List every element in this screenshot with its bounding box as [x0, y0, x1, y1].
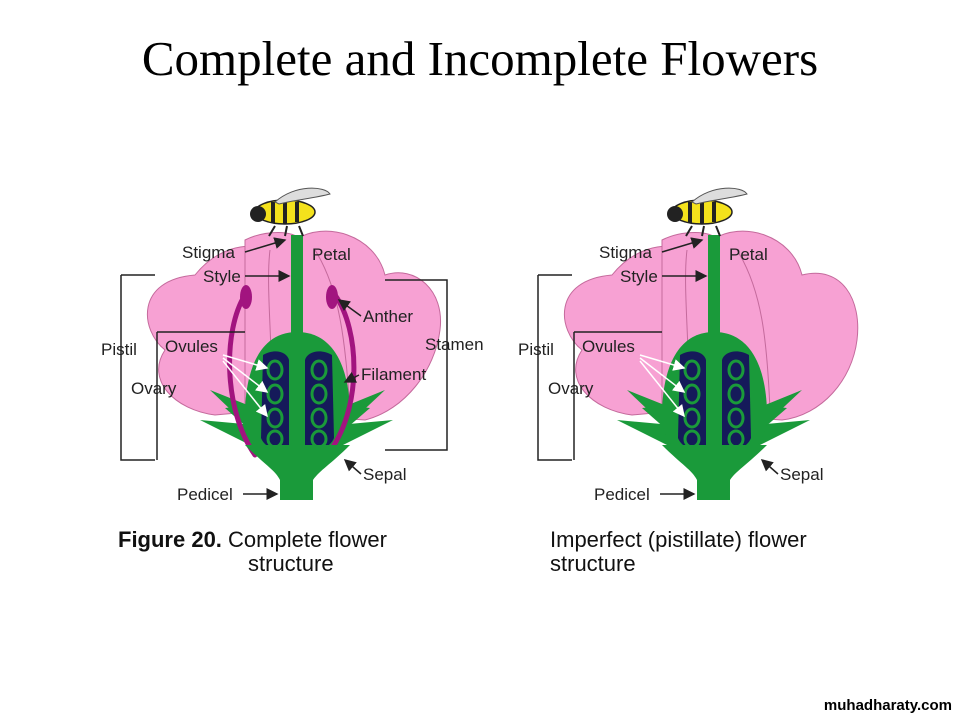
ovules — [266, 359, 328, 449]
pistillate-flower-diagram: Stigma Style Petal Pistil Ovules Ovary S… — [512, 180, 922, 510]
caption-figure-number: Figure 20. — [118, 527, 222, 552]
label-sepal: Sepal — [780, 465, 823, 484]
receptacle-shape — [662, 445, 767, 500]
anther-left — [240, 285, 252, 309]
slide-title: Complete and Incomplete Flowers — [141, 31, 819, 86]
ovules — [683, 359, 745, 449]
label-sepal: Sepal — [363, 465, 406, 484]
caption-pistillate-line2: structure — [550, 551, 636, 576]
label-stigma: Stigma — [599, 243, 652, 262]
label-ovules: Ovules — [582, 337, 635, 356]
complete-flower-svg: Stigma Style Petal Anther Stamen Pistil … — [101, 187, 484, 504]
label-pistil: Pistil — [101, 340, 137, 359]
label-ovules: Ovules — [165, 337, 218, 356]
label-style: Style — [620, 267, 658, 286]
complete-flower-diagram: Stigma Style Petal Anther Stamen Pistil … — [95, 180, 505, 510]
bee-icon — [250, 187, 331, 237]
caption-complete-line2: structure — [248, 551, 334, 576]
caption-complete: Figure 20. Complete flower structure — [118, 528, 387, 576]
label-pedicel: Pedicel — [594, 485, 650, 504]
label-ovary: Ovary — [131, 379, 177, 398]
label-filament: Filament — [361, 365, 426, 384]
caption-pistillate: Imperfect (pistillate) flower structure — [550, 528, 807, 576]
style-shape — [708, 235, 720, 335]
anther-right — [326, 285, 338, 309]
bee-icon — [667, 187, 748, 237]
label-ovary: Ovary — [548, 379, 594, 398]
label-anther: Anther — [363, 307, 413, 326]
label-pistil: Pistil — [518, 340, 554, 359]
watermark: muhadharaty.com — [823, 697, 952, 714]
caption-pistillate-line1: Imperfect (pistillate) flower — [550, 527, 807, 552]
receptacle-shape — [245, 445, 350, 500]
style-shape — [291, 235, 303, 335]
label-style: Style — [203, 267, 241, 286]
label-stigma: Stigma — [182, 243, 235, 262]
caption-complete-line1: Complete flower — [221, 527, 387, 552]
pistillate-flower-svg: Stigma Style Petal Pistil Ovules Ovary S… — [518, 187, 859, 504]
label-petal: Petal — [312, 245, 351, 264]
label-stamen: Stamen — [425, 335, 484, 354]
label-pedicel: Pedicel — [177, 485, 233, 504]
label-petal: Petal — [729, 245, 768, 264]
